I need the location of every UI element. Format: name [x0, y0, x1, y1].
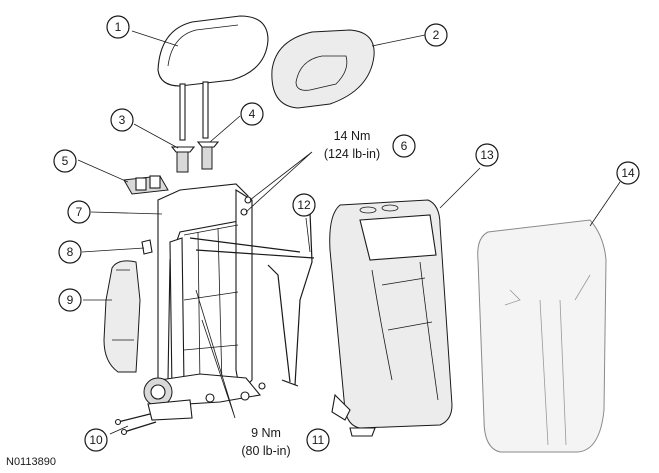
svg-text:1: 1 [115, 20, 122, 34]
callout-11: 11 [306, 428, 330, 452]
wire-rod [267, 211, 313, 387]
callout-10: 10 [84, 428, 108, 452]
callout-3: 3 [110, 108, 134, 132]
svg-text:3: 3 [119, 113, 126, 127]
callout-4: 4 [240, 102, 264, 126]
svg-text:5: 5 [62, 154, 69, 168]
recliner-mechanism [114, 377, 193, 436]
clip [141, 239, 153, 255]
callout-12: 12 [292, 193, 316, 217]
callout-14: 14 [616, 161, 640, 185]
svg-text:10: 10 [89, 433, 103, 447]
svg-text:9: 9 [67, 293, 74, 307]
torque-lower-nm: 9 Nm [251, 426, 281, 440]
svg-text:12: 12 [297, 198, 311, 212]
headrest-cover [271, 29, 375, 109]
callout-1: 1 [106, 15, 130, 39]
callout-2: 2 [424, 23, 448, 47]
side-panel [103, 260, 141, 373]
svg-text:2: 2 [433, 28, 440, 42]
svg-text:11: 11 [312, 433, 325, 447]
callout-7: 7 [67, 200, 91, 224]
svg-text:6: 6 [401, 139, 408, 153]
headrest [157, 15, 269, 141]
callout-13: 13 [475, 143, 499, 167]
seatback-frame [157, 183, 315, 406]
leader-lines [77, 30, 621, 435]
torque-upper-nm: 14 Nm [334, 129, 371, 143]
callout-6: 6 [392, 134, 416, 158]
callout-9: 9 [58, 288, 82, 312]
svg-text:7: 7 [76, 205, 83, 219]
headrest-guide-left [170, 146, 196, 173]
bolt-upper-2 [240, 208, 248, 216]
svg-text:13: 13 [480, 148, 494, 162]
seatback-pad [477, 219, 607, 453]
torque-upper-lbin: (124 lb-in) [324, 147, 380, 161]
svg-text:14: 14 [621, 166, 635, 180]
headrest-guide-right [196, 141, 220, 170]
svg-text:4: 4 [249, 107, 256, 121]
figure-id: N0113890 [6, 456, 56, 468]
torque-lower-lbin: (80 lb-in) [241, 444, 290, 458]
recliner-bracket [123, 175, 169, 195]
callout-8: 8 [58, 240, 82, 264]
bolt-upper-1 [244, 196, 252, 204]
svg-text:8: 8 [67, 245, 74, 259]
seatback-cover [329, 199, 453, 437]
callout-5: 5 [53, 149, 77, 173]
